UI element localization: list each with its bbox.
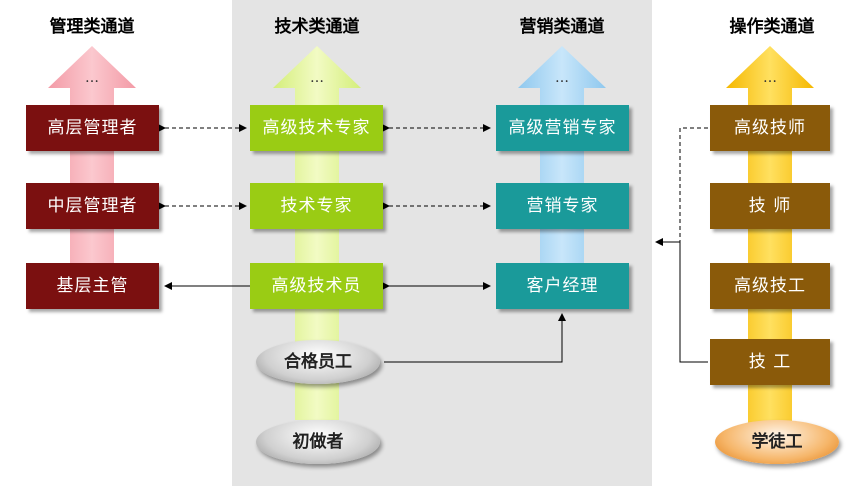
operations-more: … — [763, 70, 777, 86]
senior-tech-expert-box: 高级技术专家 — [250, 105, 383, 151]
senior-technician-master-box: 高级技师 — [710, 105, 830, 151]
qualified-employee-ellipse: 合格员工 — [256, 340, 380, 384]
connector-ops-solid — [655, 238, 708, 363]
connector-ops-dashed — [679, 127, 708, 242]
middle-manager-box: 中层管理者 — [26, 183, 159, 229]
senior-manager-box: 高层管理者 — [26, 105, 159, 151]
operations-title: 操作类通道 — [729, 17, 815, 37]
technical-title: 技术类通道 — [274, 17, 360, 37]
frontline-supervisor-box: 基层主管 — [26, 263, 159, 309]
senior-marketing-expert-box: 高级营销专家 — [496, 105, 629, 151]
tech-expert-box: 技术专家 — [250, 183, 383, 229]
marketing-title: 营销类通道 — [519, 17, 605, 37]
technician-master-box: 技 师 — [710, 183, 830, 229]
account-manager-box: 客户经理 — [496, 263, 629, 309]
management-title: 管理类通道 — [49, 17, 135, 37]
management-more: … — [85, 70, 99, 86]
technical-more: … — [310, 70, 324, 86]
marketing-expert-box: 营销专家 — [496, 183, 629, 229]
beginner-ellipse: 初做者 — [256, 420, 380, 464]
marketing-more: … — [555, 70, 569, 86]
worker-box: 技 工 — [710, 339, 830, 385]
apprentice-ellipse: 学徒工 — [715, 420, 839, 464]
connector-qualified-to-account — [384, 313, 566, 363]
senior-technician-box: 高级技术员 — [250, 263, 383, 309]
senior-worker-box: 高级技工 — [710, 263, 830, 309]
